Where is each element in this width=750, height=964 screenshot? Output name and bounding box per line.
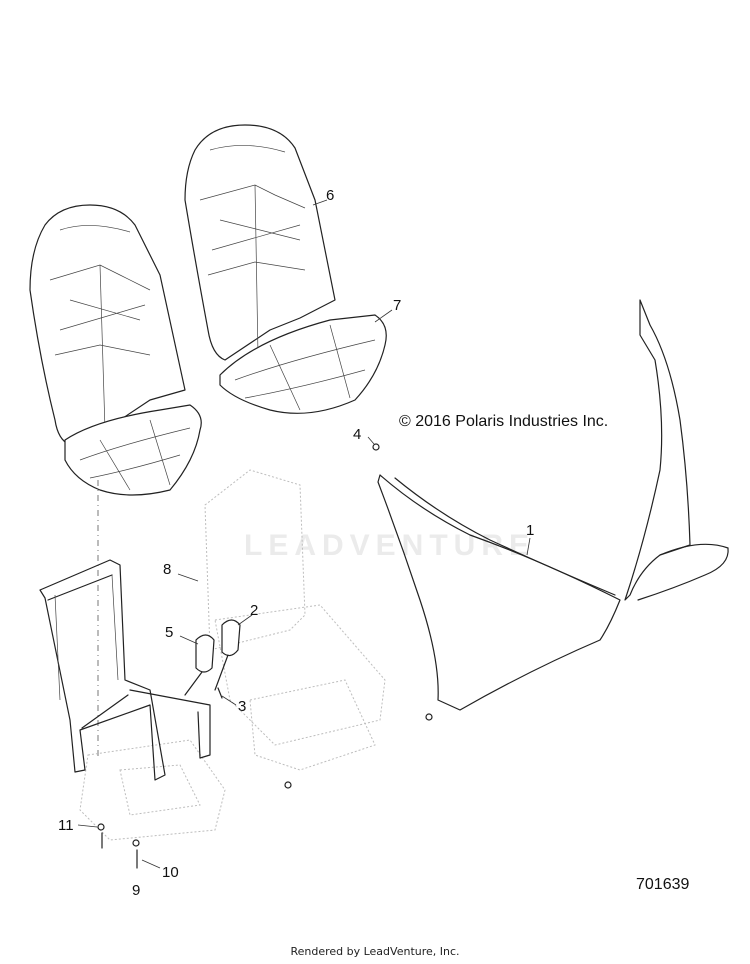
footer-credit: Rendered by LeadVenture, Inc.: [290, 945, 460, 958]
callout-10: 10: [162, 864, 179, 881]
buckle-5[interactable]: [184, 634, 215, 696]
callout-4: 4: [353, 426, 362, 443]
leader-lines: [77, 199, 531, 869]
callout-6: 6: [326, 187, 335, 204]
seat-belt-assembly[interactable]: [377, 299, 729, 711]
seat-right[interactable]: [184, 124, 387, 414]
callout-5: 5: [165, 624, 174, 641]
seat-left[interactable]: [29, 204, 202, 496]
buckle-2[interactable]: [214, 619, 241, 691]
watermark: LEADVENTURE: [244, 529, 536, 562]
callout-3: 3: [238, 698, 247, 715]
callout-9: 9: [132, 882, 141, 899]
seat-base-frame-ghost: [79, 469, 386, 841]
copyright-notice: © 2016 Polaris Industries Inc.: [399, 413, 609, 430]
seat-frame[interactable]: [39, 559, 211, 781]
drawing-number: 701639: [636, 876, 690, 893]
callout-1: 1: [526, 522, 535, 539]
callout-2: 2: [250, 602, 259, 619]
callout-11: 11: [58, 817, 74, 834]
callout-8: 8: [163, 561, 172, 578]
hardware: [97, 443, 433, 869]
callout-7: 7: [393, 297, 402, 314]
